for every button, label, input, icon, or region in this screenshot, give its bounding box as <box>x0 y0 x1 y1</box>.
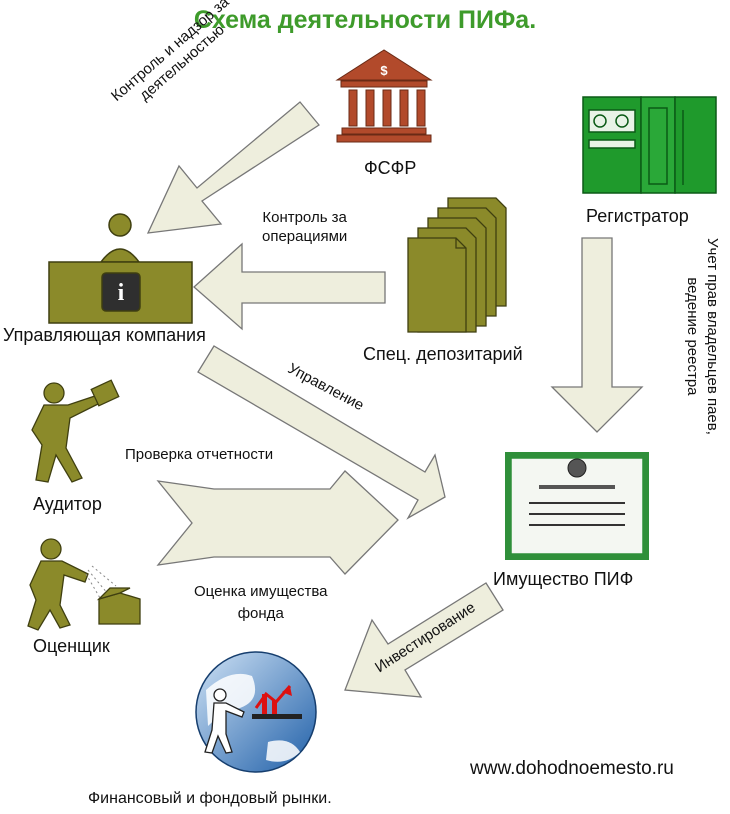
fund-property-label: Имущество ПИФ <box>493 569 634 589</box>
auditor-figure-icon <box>31 379 120 483</box>
registrar-label: Регистратор <box>586 206 689 226</box>
appraiser-figure-icon <box>27 538 141 631</box>
svg-text:$: $ <box>380 63 388 78</box>
arrow-operations-control <box>193 242 386 331</box>
diagram-title: Схема деятельности ПИФа. <box>193 6 537 34</box>
svg-text:i: i <box>118 280 125 306</box>
certificate-icon <box>505 452 649 560</box>
property-valuation-line-2: фонда <box>237 605 284 622</box>
bank-icon: $ <box>335 49 433 143</box>
property-valuation-label: Оценка имущества фонда <box>194 581 328 625</box>
registry-line-2: ведение реестра <box>684 277 701 396</box>
operations-control-line-2: операциями <box>262 228 348 245</box>
document-stack-icon <box>407 197 507 333</box>
spec-depositary-label: Спец. депозитарий <box>363 344 523 364</box>
website-url: www.dohodnoemesto.ru <box>470 758 674 779</box>
management-desk-icon: i <box>48 213 193 324</box>
fsfr-label: ФСФР <box>364 158 417 178</box>
registrar-machine-icon <box>582 96 717 194</box>
operations-control-label: Контроль за операциями <box>262 208 347 246</box>
arrow-control-supervision <box>146 101 320 234</box>
report-check-label: Проверка отчетности <box>125 446 274 463</box>
markets-label: Финансовый и фондовый рынки. <box>88 790 332 807</box>
management-company-label: Управляющая компания <box>3 325 206 345</box>
operations-control-line-1: Контроль за <box>262 209 347 226</box>
arrow-investment <box>344 582 504 698</box>
arrow-management <box>197 345 446 520</box>
registry-line-1: Учет прав владельцев паев, <box>704 238 721 435</box>
registry-label: Учет прав владельцев паев, ведение реест… <box>682 238 722 435</box>
appraiser-label: Оценщик <box>33 636 110 656</box>
arrow-report-valuation <box>156 470 399 575</box>
auditor-label: Аудитор <box>33 494 102 514</box>
arrow-registry <box>550 237 644 433</box>
globe-icon <box>195 651 317 773</box>
property-valuation-line-1: Оценка имущества <box>194 583 328 600</box>
